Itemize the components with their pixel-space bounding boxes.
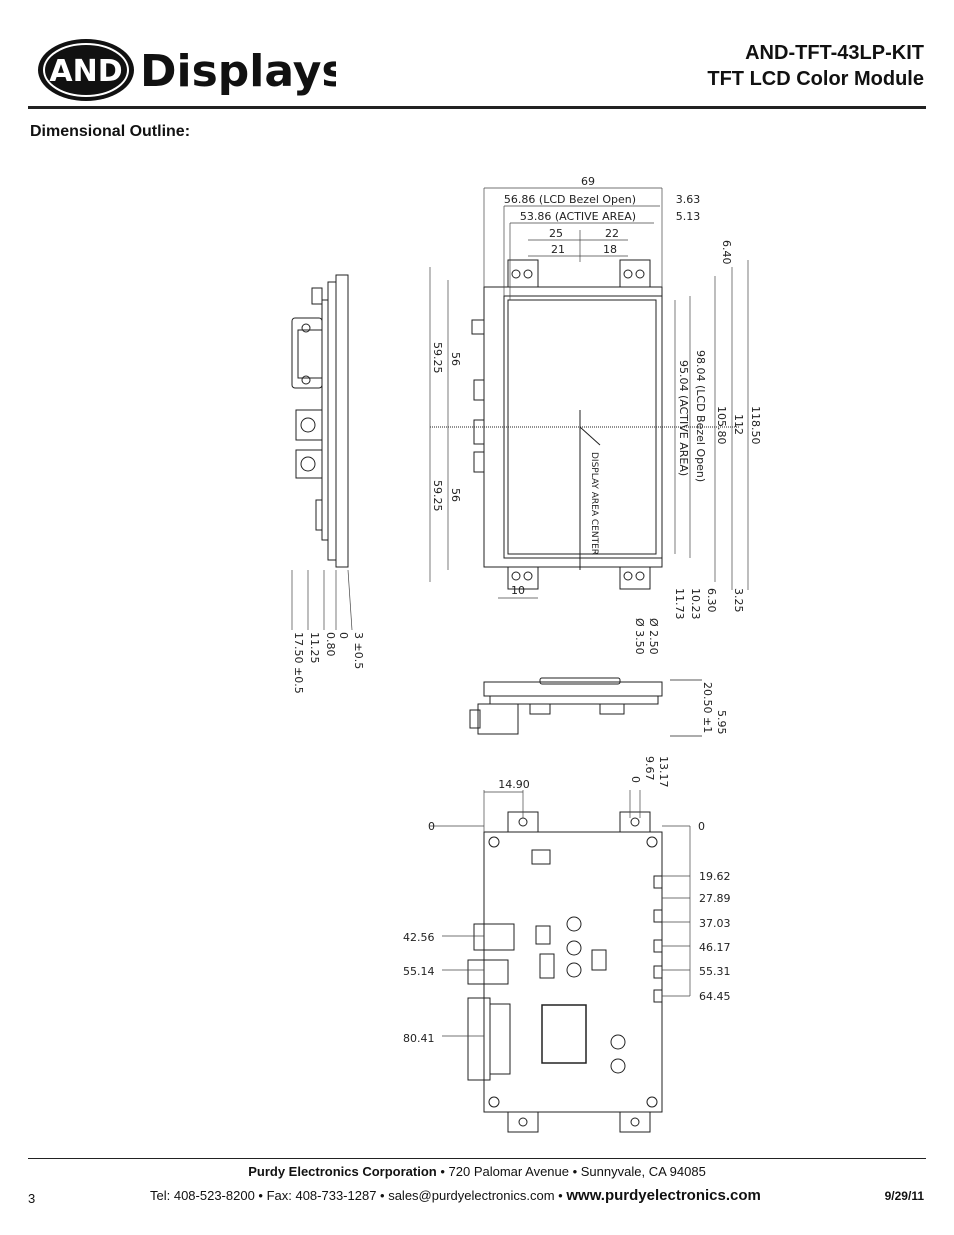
height-dimension-labels: 20.50 ±1 5.95 [701, 682, 728, 735]
dim-back-zero-right: 0 [698, 820, 705, 833]
back-dimension-labels: 14.90 13.17 9.67 0 0 0 19.62 27.89 37.03… [403, 756, 731, 1045]
product-subtitle: TFT LCD Color Module [707, 68, 924, 90]
dim-105-80: 105.80 [715, 406, 728, 445]
dim-3-25: 3.25 [732, 588, 745, 613]
dim-112: 112 [732, 414, 745, 435]
logo-and-text: AND [49, 54, 122, 89]
dim-118-50: 118.50 [749, 406, 762, 445]
dim-46-17: 46.17 [699, 941, 731, 954]
hole-2-50: Ø 2.50 [647, 618, 660, 655]
dim-11-25: 11.25 [308, 632, 321, 664]
dim-14-90: 14.90 [498, 778, 530, 791]
dim-17-50: 17.50 ±0.5 [292, 632, 305, 694]
front-view [430, 259, 740, 590]
dim-55-14: 55.14 [403, 965, 435, 978]
header-divider [28, 106, 926, 109]
model-number: AND-TFT-43LP-KIT [745, 42, 924, 64]
dim-6-30: 6.30 [705, 588, 718, 613]
and-displays-logo: AND Displays [36, 36, 348, 106]
contact-info: Tel: 408-523-8200 • Fax: 408-733-1287 • … [150, 1188, 567, 1203]
dim-69: 69 [581, 175, 595, 188]
logo-oval [38, 39, 134, 101]
dim-37-03: 37.03 [699, 917, 731, 930]
dim-active-height: 95.04 (ACTIVE AREA) [677, 360, 690, 476]
dim-25: 25 [549, 227, 563, 240]
dim-back-zero-left: 0 [428, 820, 435, 833]
dim-59-25-lower: 59.25 [431, 480, 444, 512]
dim-21: 21 [551, 243, 565, 256]
dim-active-width: 53.86 (ACTIVE AREA) [520, 210, 636, 223]
dim-bezel-width: 56.86 (LCD Bezel Open) [504, 193, 636, 206]
revision-date: 9/29/11 [884, 1189, 924, 1203]
side-dim-lines [291, 569, 353, 631]
hole-3-50: Ø 3.50 [633, 618, 646, 655]
dim-5-95: 5.95 [715, 710, 728, 735]
height-view [469, 677, 702, 737]
back-dim-lines [430, 790, 691, 1037]
dim-9-67: 9.67 [643, 756, 656, 781]
side-dimension-labels: 3 ±0.5 0 0.80 11.25 17.50 ±0.5 [292, 632, 365, 694]
footer-company-line: Purdy Electronics Corporation • 720 Palo… [0, 1164, 954, 1179]
dim-18: 18 [603, 243, 617, 256]
dim-42-56: 42.56 [403, 931, 435, 944]
display-center-label: DISPLAY AREA CENTER [589, 452, 599, 555]
dim-80-41: 80.41 [403, 1032, 435, 1045]
dim-10: 10 [511, 584, 525, 597]
front-dimension-labels: 69 56.86 (LCD Bezel Open) 3.63 53.86 (AC… [431, 175, 762, 655]
dim-side-0: 0 [337, 632, 350, 639]
back-view [467, 811, 663, 1133]
dim-3-63: 3.63 [676, 193, 701, 206]
dim-10-23: 10.23 [689, 588, 702, 620]
dim-19-62: 19.62 [699, 870, 731, 883]
dim-6-40: 6.40 [720, 240, 733, 265]
website-link[interactable]: www.purdyelectronics.com [566, 1187, 761, 1204]
company-address: • 720 Palomar Avenue • Sunnyvale, CA 940… [436, 1164, 706, 1179]
dim-20-50: 20.50 ±1 [701, 682, 714, 733]
side-view [291, 274, 349, 568]
company-name: Purdy Electronics Corporation [248, 1164, 437, 1179]
dim-11-73: 11.73 [673, 588, 686, 620]
dim-13-17: 13.17 [657, 756, 670, 788]
dim-64-45: 64.45 [699, 990, 731, 1003]
footer-contact-line: Tel: 408-523-8200 • Fax: 408-733-1287 • … [150, 1187, 761, 1204]
dim-0-80: 0.80 [324, 632, 337, 657]
document-title: AND-TFT-43LP-KIT TFT LCD Color Module [707, 40, 924, 92]
page-number: 3 [28, 1191, 36, 1206]
dim-bezel-height: 98.04 (LCD Bezel Open) [694, 350, 707, 482]
dim-3-pm-0-5: 3 ±0.5 [352, 632, 365, 669]
footer-divider [28, 1158, 926, 1159]
dim-27-89: 27.89 [699, 892, 731, 905]
dim-59-25-upper: 59.25 [431, 342, 444, 374]
dim-56-lower: 56 [449, 488, 462, 502]
dim-22: 22 [605, 227, 619, 240]
dim-5-13: 5.13 [676, 210, 701, 223]
front-dim-lines [429, 187, 749, 599]
section-heading: Dimensional Outline: [30, 123, 191, 140]
dim-56-upper: 56 [449, 352, 462, 366]
dim-55-31: 55.31 [699, 965, 731, 978]
dimensional-drawing: 69 56.86 (LCD Bezel Open) 3.63 53.86 (AC… [270, 170, 770, 1150]
logo-displays-text: Displays [140, 46, 336, 97]
dim-back-top-0: 0 [629, 776, 642, 783]
